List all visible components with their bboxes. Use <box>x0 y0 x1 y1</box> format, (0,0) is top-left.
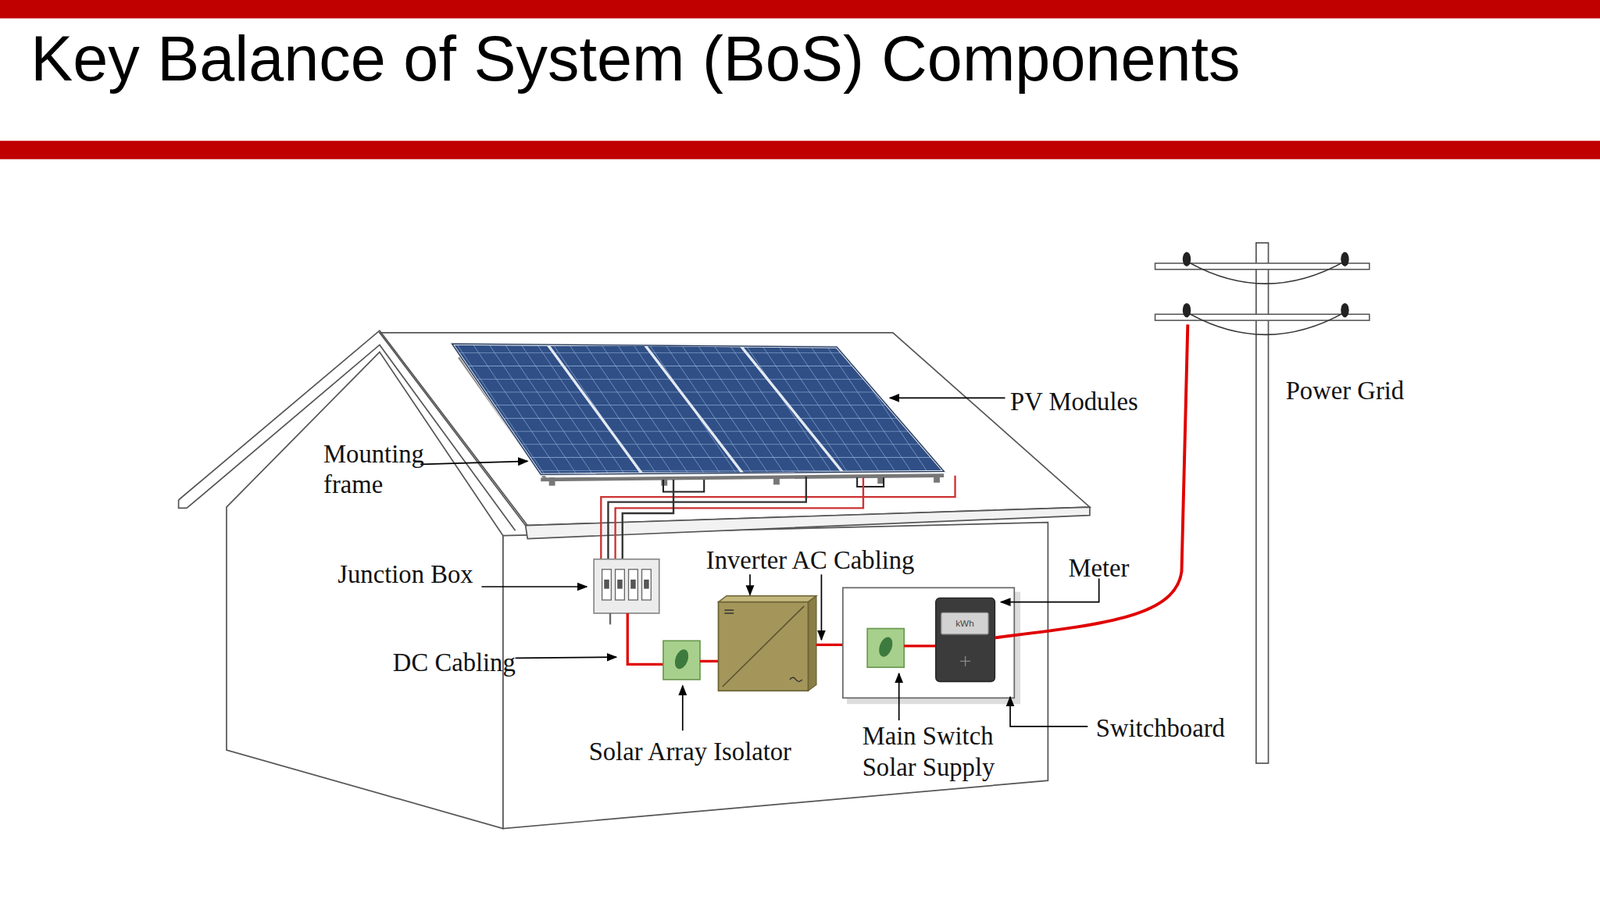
mounting-foot <box>933 474 940 483</box>
mounting-foot <box>773 476 780 485</box>
inverter-diagonal <box>722 606 804 687</box>
dc-cable <box>700 660 719 663</box>
header-bar <box>0 140 1600 160</box>
house-front-wall <box>503 522 1048 829</box>
meter-symbol <box>960 656 971 667</box>
header-bar <box>0 0 1600 19</box>
isolator-knob <box>672 647 692 672</box>
leader-arrow <box>1000 578 1099 603</box>
slide-title: Key Balance of System (BoS) Components <box>30 27 1240 91</box>
breaker <box>642 569 652 600</box>
callout-label: Solar Array Isolator <box>589 736 792 768</box>
callout-label: DC Cabling <box>392 647 516 679</box>
breaker-toggle <box>603 579 610 590</box>
inverter-top <box>718 596 817 603</box>
ac-symbol <box>789 677 803 682</box>
panel-interconnect <box>857 477 884 487</box>
pv-array-outline <box>452 343 945 475</box>
leader-arrow <box>749 574 751 595</box>
earth-wire <box>609 613 611 625</box>
isolator-switch <box>663 640 700 680</box>
inverter-box <box>718 602 809 692</box>
panel-interconnect <box>663 479 704 493</box>
leader-lines <box>420 397 1100 731</box>
callout-label: Switchboard <box>1096 713 1225 744</box>
switchboard-box <box>842 587 1015 698</box>
inverter-side <box>807 596 816 691</box>
breaker <box>628 569 639 600</box>
callout-label: Mounting frame <box>323 439 436 500</box>
insulator <box>1340 303 1349 318</box>
breaker-toggle <box>643 579 650 590</box>
breaker <box>602 569 612 600</box>
dc-cable <box>627 613 664 665</box>
junction-box <box>593 559 660 614</box>
callout-label: Power Grid <box>1285 375 1404 407</box>
breaker-toggle <box>617 579 623 590</box>
leader-arrow <box>515 657 617 658</box>
leader-arrow <box>420 460 528 465</box>
breaker-toggle <box>630 579 636 590</box>
mounting-foot <box>660 477 668 486</box>
grid-wire <box>1186 312 1345 336</box>
main-switch-knob <box>876 635 896 659</box>
meter-body <box>935 597 996 682</box>
grid-wire <box>1186 260 1345 284</box>
roof-verge-end <box>178 500 187 508</box>
callout-label: Main Switch Solar Supply <box>862 721 1016 783</box>
callout-label: Meter <box>1068 553 1130 584</box>
roof-fascia <box>525 507 1090 539</box>
ac-cable <box>903 644 936 647</box>
roof-wire <box>622 479 674 560</box>
leader-arrow <box>1010 696 1088 727</box>
callout-label: Inverter AC Cabling <box>706 544 915 575</box>
mounting-foot <box>877 475 884 484</box>
insulator <box>1182 252 1191 267</box>
leader-arrow <box>682 685 684 731</box>
leader-arrow <box>481 585 587 588</box>
grid-cable <box>994 324 1188 638</box>
mounting-foot <box>549 477 556 486</box>
leader-arrow <box>821 574 823 640</box>
pv-panel <box>740 346 944 473</box>
leader-arrow <box>889 397 1006 400</box>
meter-display: kWh <box>940 612 989 636</box>
roof-verge <box>186 344 516 531</box>
main-switch <box>867 628 904 668</box>
display-text: kWh <box>955 618 975 629</box>
dc-symbol <box>724 610 734 614</box>
callout-label: Junction Box <box>337 559 473 590</box>
insulator <box>1340 252 1349 267</box>
insulator <box>1182 303 1191 318</box>
callout-label: PV Modules <box>1010 386 1139 418</box>
leader-arrow <box>898 673 900 721</box>
breaker <box>615 569 625 600</box>
